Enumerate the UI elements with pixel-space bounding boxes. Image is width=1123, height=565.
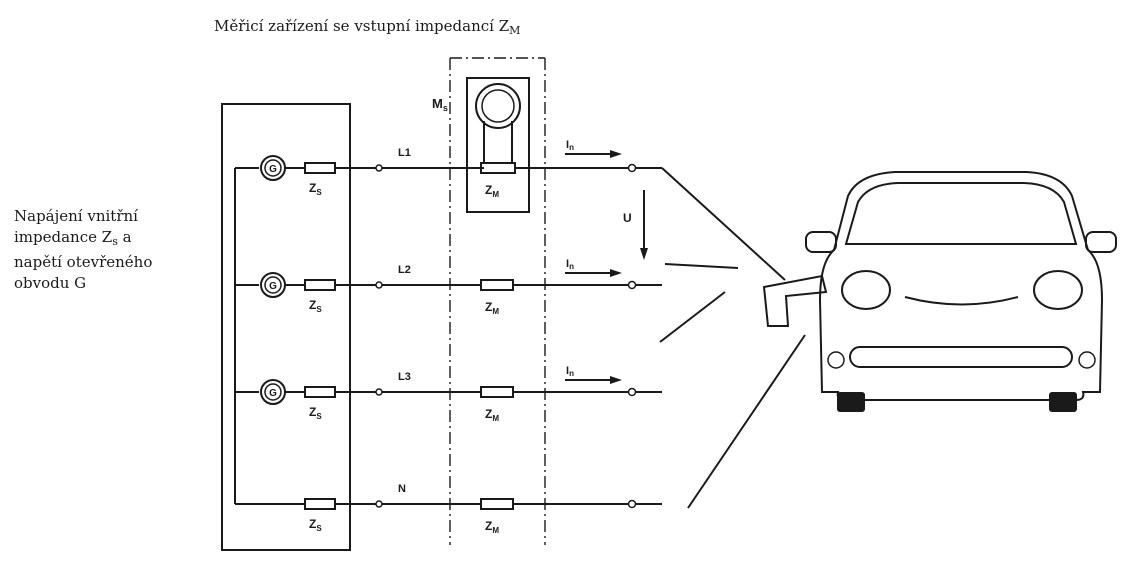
supply-caption-subscript: s <box>112 235 118 248</box>
terminal <box>375 164 383 172</box>
meter-box <box>466 77 530 213</box>
current-label: In <box>566 258 574 271</box>
right-tire <box>1049 392 1077 412</box>
cable-lines <box>659 167 806 509</box>
source-impedance-icon <box>304 279 336 291</box>
hood-line <box>904 296 1019 306</box>
supply-caption-text: a <box>117 228 132 246</box>
generator-label: G <box>269 388 277 399</box>
terminal <box>375 388 383 396</box>
caption-subscript: M <box>509 24 521 37</box>
source-impedance-icon <box>304 386 336 398</box>
meter-impedance-icon <box>480 498 514 510</box>
vehicle <box>762 171 1117 412</box>
meter-impedance-label: ZM <box>485 183 499 199</box>
source-impedance-label: ZS <box>309 298 322 314</box>
output-terminal <box>627 499 637 509</box>
current-markers: In In In <box>565 139 622 384</box>
meter-impedance-icon <box>480 162 516 174</box>
line-label: L2 <box>398 264 411 276</box>
supply-caption-text: impedance Z <box>14 228 113 246</box>
line-label: L3 <box>398 371 411 383</box>
left-mirror <box>805 231 837 253</box>
output-terminal <box>627 163 637 173</box>
voltage-label: U <box>623 211 632 225</box>
meter: Ms <box>432 77 530 213</box>
source-impedance-icon <box>304 162 336 174</box>
meter-impedance-label: ZM <box>485 407 499 423</box>
charge-port <box>762 274 828 327</box>
generator-inner-icon <box>264 383 282 401</box>
supply-caption-line: impedance Zs a <box>14 227 204 252</box>
source-impedance-label: ZS <box>309 517 322 533</box>
terminal <box>375 500 383 508</box>
source-box <box>221 103 351 551</box>
generator-inner-icon <box>264 276 282 294</box>
right-fog-light <box>1078 351 1096 369</box>
right-headlight <box>1033 270 1083 310</box>
supply-caption-line: Napájení vnitřní <box>14 207 138 225</box>
meter-dial <box>475 83 521 129</box>
left-tire <box>837 392 865 412</box>
meter-label: Ms <box>432 96 448 113</box>
terminal <box>375 281 383 289</box>
supply-caption-line: napětí otevřeného <box>14 253 153 271</box>
line-label: L1 <box>398 147 411 159</box>
output-terminal <box>627 387 637 397</box>
supply-caption: Napájení vnitřní impedance Zs a napětí o… <box>14 206 204 294</box>
source-impedance-label: ZS <box>309 181 322 197</box>
supply-caption-line: obvodu G <box>14 274 87 292</box>
measuring-device-frame <box>449 57 546 545</box>
meter-impedance-icon <box>480 279 514 291</box>
meter-impedance-icon <box>480 386 514 398</box>
windshield <box>844 182 1078 245</box>
source-impedance-label: ZS <box>309 405 322 421</box>
measuring-device-caption: Měřicí zařízení se vstupní impedancí ZM <box>214 16 520 41</box>
right-mirror <box>1085 231 1117 253</box>
left-headlight <box>841 270 891 310</box>
meter-impedance-label: ZM <box>485 519 499 535</box>
line-label: N <box>398 483 406 495</box>
generator-inner-icon <box>264 159 282 177</box>
meter-dial-inner <box>481 89 515 123</box>
generator-label: G <box>269 281 277 292</box>
output-terminal <box>627 280 637 290</box>
meter-impedance-label: ZM <box>485 300 499 316</box>
vehicle-body <box>818 171 1104 401</box>
current-label: In <box>566 139 574 152</box>
voltage-arrow: U <box>623 190 648 260</box>
left-fog-light <box>827 351 845 369</box>
grille <box>849 346 1073 368</box>
source-impedance-icon <box>304 498 336 510</box>
current-label: In <box>566 365 574 378</box>
caption-text: Měřicí zařízení se vstupní impedancí Z <box>214 17 510 35</box>
generator-label: G <box>269 164 277 175</box>
